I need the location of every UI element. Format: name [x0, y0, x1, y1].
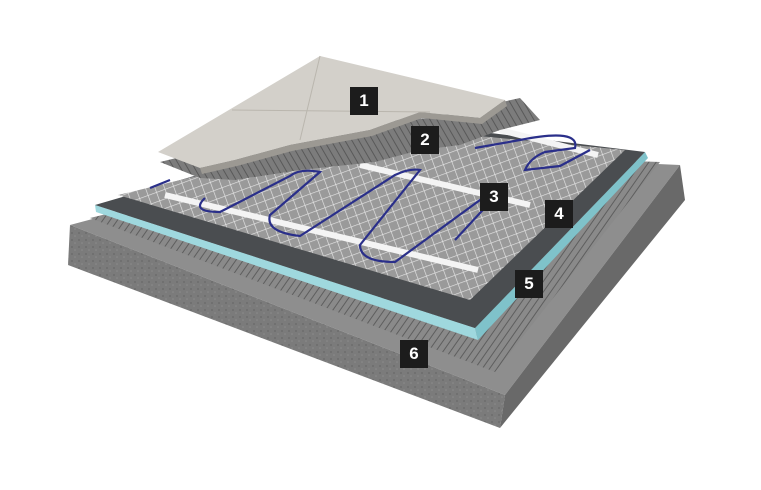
- floor-tile: [158, 55, 507, 174]
- callout-2: 2: [411, 126, 439, 154]
- concrete-side-left: [68, 225, 505, 428]
- callout-4: 4: [545, 200, 573, 228]
- callout-5: 5: [515, 270, 543, 298]
- tile-edge: [200, 100, 507, 174]
- board-edge: [95, 205, 478, 340]
- tile-joint: [231, 109, 431, 113]
- strip-front: [164, 192, 479, 273]
- tile-top: [158, 56, 505, 168]
- callout-3: 3: [480, 183, 508, 211]
- concrete-side-right: [500, 165, 685, 428]
- tile-joint-2: [299, 55, 321, 141]
- callout-1: 1: [350, 87, 378, 115]
- strip-back: [499, 127, 599, 158]
- callout-6: 6: [400, 340, 428, 368]
